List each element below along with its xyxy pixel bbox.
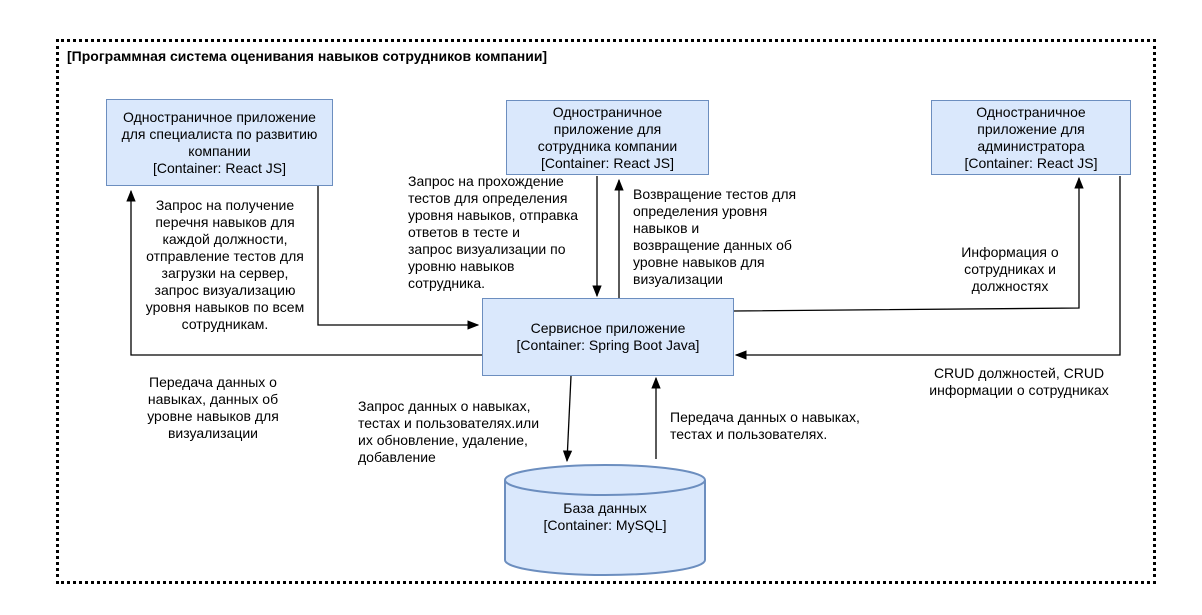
admin-app-line-3: администратора [977, 137, 1085, 154]
database-line-1: База данных [563, 500, 647, 516]
service-app-tech: [Container: Spring Boot Java] [516, 337, 700, 353]
employee-app-line-1: Одностраничное [552, 103, 663, 120]
employee-app-line-3: сотрудника компании [537, 137, 678, 154]
specialist-app-line-2: для специалиста по развитию [121, 125, 318, 142]
label-service-to-employee: Возвращение тестов для определения уровн… [633, 186, 797, 287]
employee-app-box[interactable]: Одностраничное приложение для сотрудника… [506, 100, 709, 175]
specialist-app-line-1: Одностраничное приложение [123, 108, 316, 125]
employee-app-line-2: приложение для [553, 120, 662, 137]
database-cylinder [504, 464, 706, 576]
system-boundary [56, 39, 1156, 584]
arrow-admin-to-service [734, 176, 1121, 360]
admin-app-tech: [Container: React JS] [964, 154, 1098, 171]
specialist-app-line-3: компании [188, 142, 251, 159]
arrow-service-to-specialist [126, 189, 482, 356]
service-app-line-1: Сервисное приложение [530, 320, 686, 336]
admin-app-line-2: приложение для [977, 120, 1085, 137]
specialist-app-box[interactable]: Одностраничное приложение для специалист… [106, 99, 333, 186]
specialist-app-tech: [Container: React JS] [152, 159, 287, 176]
admin-app-line-1: Одностраничное [976, 103, 1086, 120]
arrow-service-to-admin [733, 176, 1084, 312]
label-specialist-to-service: Запрос на получение перечня навыков для … [145, 197, 305, 332]
label-employee-to-service: Запрос на прохождение тестов для определ… [408, 173, 579, 291]
label-db-to-service: Передача данных о навыках, тестах и поль… [670, 409, 860, 442]
arrow-specialist-to-service [317, 186, 480, 330]
arrow-service-to-db [562, 375, 573, 463]
label-service-to-admin: Информация о сотрудниках и должностях [961, 244, 1059, 294]
label-admin-to-service: CRUD должностей, CRUD информации о сотру… [929, 365, 1109, 398]
employee-app-tech: [Container: React JS] [540, 154, 675, 171]
label-service-to-specialist: Передача данных о навыках, данных об уро… [147, 374, 279, 441]
admin-app-box[interactable]: Одностраничное приложение для администра… [931, 100, 1131, 175]
database-tech: [Container: MySQL] [543, 517, 667, 533]
boundary-title: [Программная система оценивания навыков … [67, 48, 548, 64]
service-app-box[interactable]: Сервисное приложение [Container: Spring … [482, 298, 734, 376]
label-service-to-db: Запрос данных о навыках, тестах и пользо… [358, 398, 540, 465]
database-label[interactable]: База данных [Container: MySQL] [505, 500, 705, 534]
